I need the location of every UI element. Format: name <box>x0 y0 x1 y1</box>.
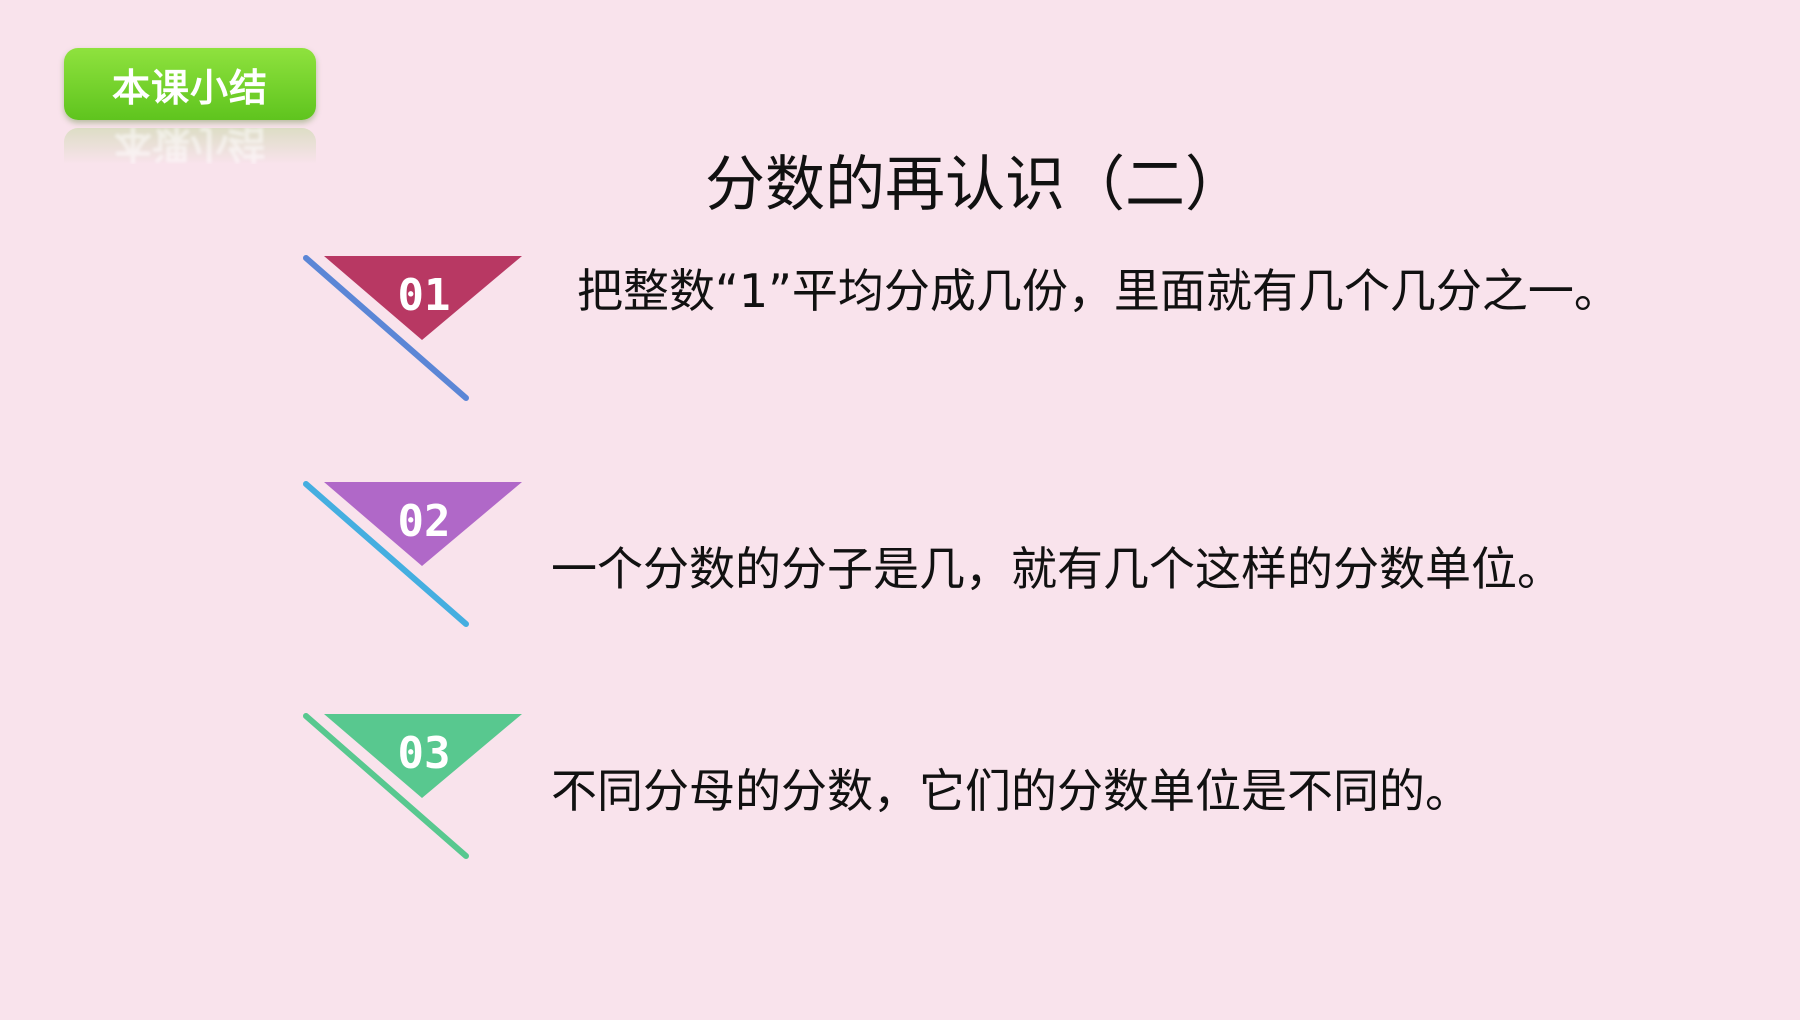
marker-triangle-01 <box>324 256 522 340</box>
marker-line-03 <box>303 713 469 859</box>
marker-line-02 <box>303 481 469 627</box>
summary-item-02: 一个分数的分子是几，就有几个这样的分数单位。 <box>551 542 1563 596</box>
marker-03: 03 <box>300 710 530 880</box>
marker-number-03: 03 <box>398 728 451 779</box>
marker-01: 01 <box>300 252 530 422</box>
marker-02: 02 <box>300 478 530 648</box>
page-title: 分数的再认识（二） <box>705 150 1245 220</box>
marker-number-01: 01 <box>398 270 451 321</box>
marker-triangle-02 <box>324 482 522 566</box>
badge-reflection: 本课小结 <box>64 128 316 164</box>
summary-item-01: 把整数“1”平均分成几份，里面就有几个几分之一。 <box>577 264 1620 318</box>
summary-item-03: 不同分母的分数，它们的分数单位是不同的。 <box>551 764 1471 818</box>
lesson-summary-badge: 本课小结 <box>64 48 316 120</box>
badge-label: 本课小结 <box>111 65 268 110</box>
marker-number-02: 02 <box>398 496 451 547</box>
marker-line-01 <box>303 255 469 401</box>
marker-triangle-03 <box>324 714 522 798</box>
